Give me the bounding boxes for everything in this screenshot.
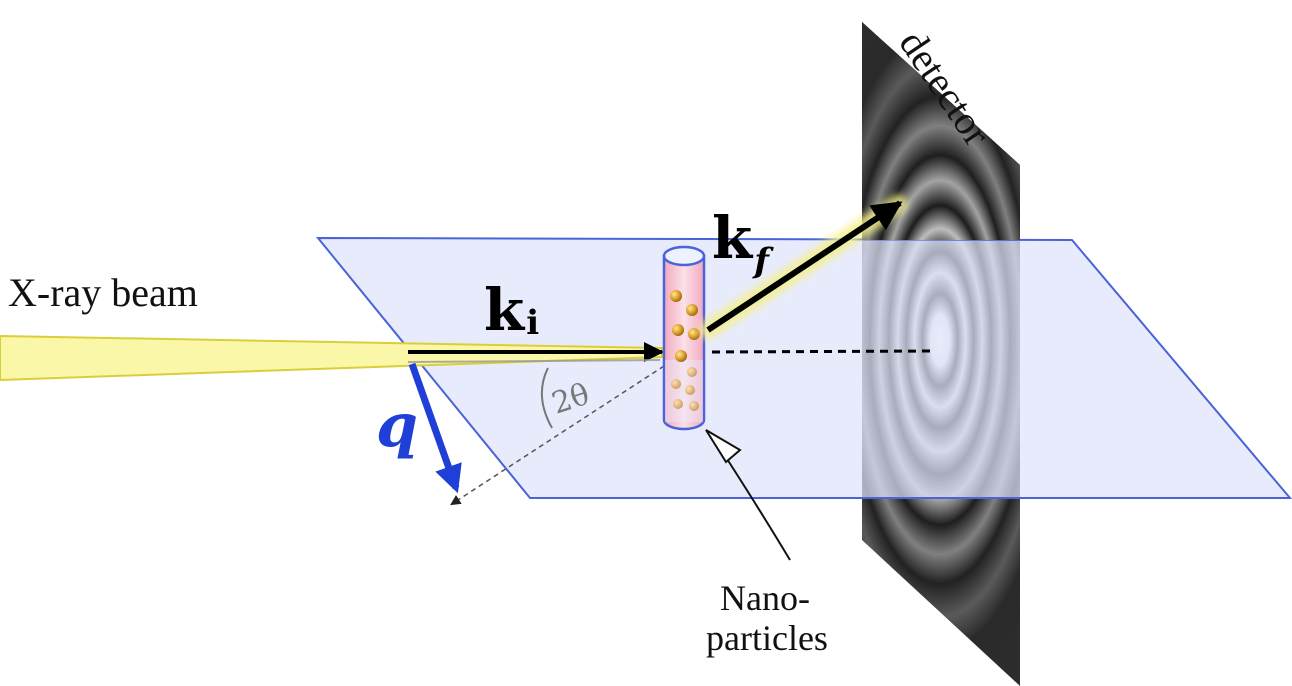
xray-beam-label: X-ray beam (8, 270, 198, 315)
scattered-dashed-line (450, 365, 665, 506)
nanoparticles (670, 290, 700, 411)
pointer-arrowhead (705, 429, 742, 464)
nanoparticles-label-line2: particles (706, 618, 828, 658)
k-final-arrow (706, 200, 903, 333)
q-label: q (376, 391, 418, 461)
nanoparticle-pointer (719, 447, 791, 561)
nanoparticles-label-line1: Nano- (720, 578, 810, 618)
two-theta-arc (540, 367, 553, 429)
scattering-plane (315, 236, 1292, 499)
q-vector-arrow (408, 362, 462, 494)
sample-capillary (662, 245, 706, 431)
k-initial-label: ki (484, 276, 539, 344)
detector-upper (862, 22, 1020, 240)
k-final-label: kf (712, 204, 774, 281)
forward-dashed-line (711, 349, 936, 354)
forward-reference-line (407, 359, 661, 363)
